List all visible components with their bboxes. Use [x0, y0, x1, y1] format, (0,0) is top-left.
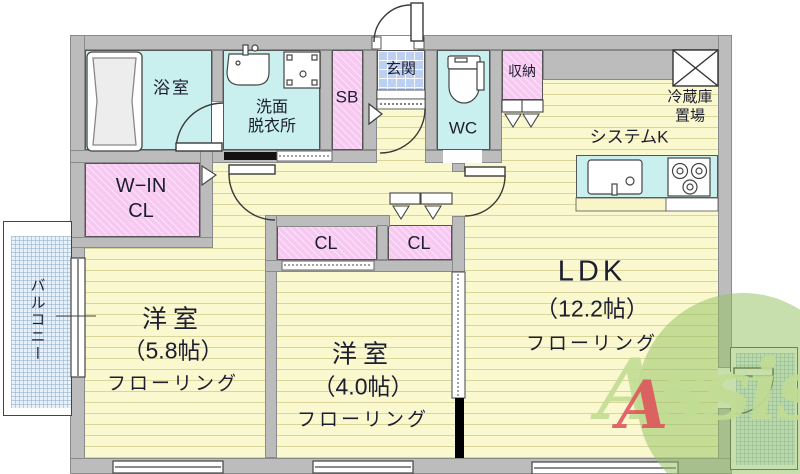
washroom-label-2: 脱衣所 [247, 118, 297, 135]
wall-bedroom-divider [265, 215, 277, 458]
bedroom2-name: 洋室 [331, 340, 395, 369]
balcony [3, 221, 72, 416]
wall-wincl-south [70, 237, 213, 248]
fridge-space-icon [672, 49, 719, 87]
walk-in-closet-floor [85, 163, 200, 237]
balcony-label: バルコニー [28, 277, 46, 363]
washroom-sink-icon [226, 44, 270, 86]
washing-machine-icon [283, 51, 321, 89]
bathroom-label: 浴室 [153, 78, 191, 98]
stove-icon [667, 157, 711, 197]
bottom-windows [112, 460, 679, 474]
shoe-box-label: SB [335, 87, 359, 107]
bedroom1-size: （5.8帖） [122, 337, 224, 364]
ldk-size: （12.2帖） [535, 295, 649, 322]
wall-sb-entrance [363, 50, 377, 150]
front-door [373, 2, 424, 43]
bedroom1-floor: フローリング [106, 373, 240, 395]
ldk-door [464, 166, 506, 217]
wall-ldk-partition-mid [452, 216, 465, 272]
counter-lip [575, 197, 719, 212]
shoe-box [332, 50, 363, 150]
bathtub-icon [86, 51, 143, 152]
entrance-label: 玄関 [385, 60, 417, 78]
storage-folding-door [501, 99, 544, 129]
wall-closet-divider [377, 225, 388, 260]
assist-logo-text: Assist [597, 340, 800, 439]
bathroom-door [175, 102, 224, 152]
bedroom2-size: （4.0帖） [312, 373, 414, 400]
closet-left-label: CL [314, 233, 338, 253]
kitchen-sink-icon [587, 159, 643, 196]
toilet-icon [447, 55, 485, 104]
wall-bath-washroom [212, 50, 223, 102]
assist-logo-accent: A [617, 366, 669, 444]
wall-hall-south [265, 215, 390, 227]
entrance-tile [377, 50, 425, 92]
wall-ldk-partition-top [452, 163, 465, 172]
storage-box [502, 50, 543, 100]
washroom-label-1: 洗面 [255, 99, 289, 116]
toilet-label: WC [448, 118, 478, 138]
closet-left-box [277, 225, 377, 260]
ldk-floor: フローリング [525, 333, 659, 355]
washroom-sliding-door [224, 150, 333, 162]
bedroom2-ldk-partition [451, 271, 466, 458]
entrance-step-door [368, 89, 426, 154]
wincl-label-2: CL [128, 200, 154, 222]
bedroom1-name: 洋室 [141, 305, 205, 334]
closet-right-folding-door [389, 192, 453, 221]
closet-right-box [388, 225, 452, 260]
wincl-opening-marker [201, 164, 217, 187]
closet-right-label: CL [407, 233, 431, 253]
wall-wc-storage [490, 50, 502, 150]
bedroom1-door [228, 164, 276, 221]
fridge-label-1: 冷蔵庫 [667, 88, 713, 106]
wall-washroom-sb [320, 50, 332, 150]
wall-entrance-wc [425, 50, 437, 150]
closet-left-sliding-door [281, 260, 375, 271]
ldk-name: LDK [557, 255, 627, 288]
fridge-label-2: 置場 [674, 107, 706, 125]
balcony-window [56, 257, 96, 378]
wall-top-thick-section [543, 50, 675, 80]
wincl-label-1: W−IN [115, 175, 167, 197]
wc-door-gap [443, 150, 482, 163]
bedroom2-floor: フローリング [296, 409, 430, 431]
kitchen-label: システムK [589, 127, 669, 147]
balcony-deck-surface [11, 236, 71, 408]
wall-right-upper [718, 35, 732, 368]
storage-label: 収納 [508, 63, 536, 79]
